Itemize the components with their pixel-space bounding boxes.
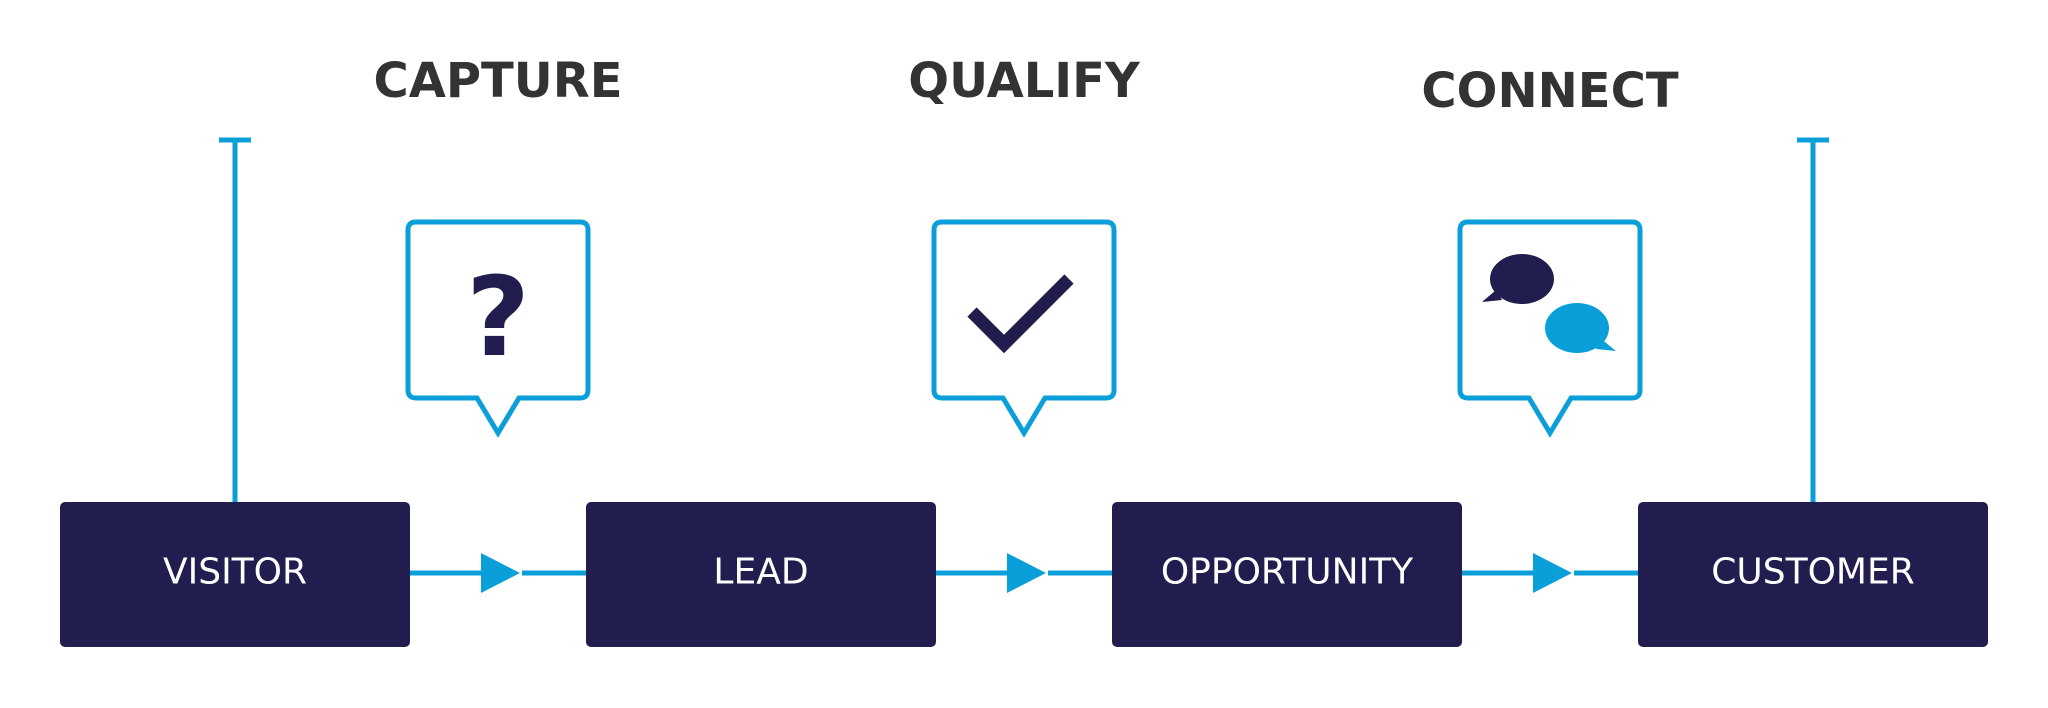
chat-bubble-light-tail [1596,338,1616,351]
node-customer: CUSTOMER [1638,502,1988,647]
connector-opportunity-customer [1462,553,1639,593]
end-bracket [1797,137,1829,502]
chat-bubble-light [1545,303,1609,353]
callout-capture [405,219,591,438]
node-label-lead: LEAD [713,552,808,593]
start-bracket [219,137,251,502]
chat-bubble-dark [1490,254,1554,304]
node-lead: LEAD [586,502,936,647]
checkmark-icon [967,274,1074,354]
arrow-visitor-lead [481,553,520,593]
node-visitor: VISITOR [60,502,410,647]
connector-visitor-lead [410,553,587,593]
stage-title-connect: CONNECT [1421,63,1678,119]
arrow-lead-opportunity [1007,553,1046,593]
stage-title-qualify: QUALIFY [908,53,1141,109]
connector-lead-opportunity [936,553,1113,593]
node-label-visitor: VISITOR [163,552,307,593]
chat-bubble-dark-tail [1482,290,1502,302]
node-label-customer: CUSTOMER [1711,552,1914,593]
node-label-opportunity: OPPORTUNITY [1161,552,1414,593]
stage-title-capture: CAPTURE [373,53,622,109]
question-mark-icon: ? [466,253,530,381]
node-opportunity: OPPORTUNITY [1112,502,1462,647]
arrow-opportunity-customer [1533,553,1572,593]
chat-bubbles-icon [1482,254,1616,353]
